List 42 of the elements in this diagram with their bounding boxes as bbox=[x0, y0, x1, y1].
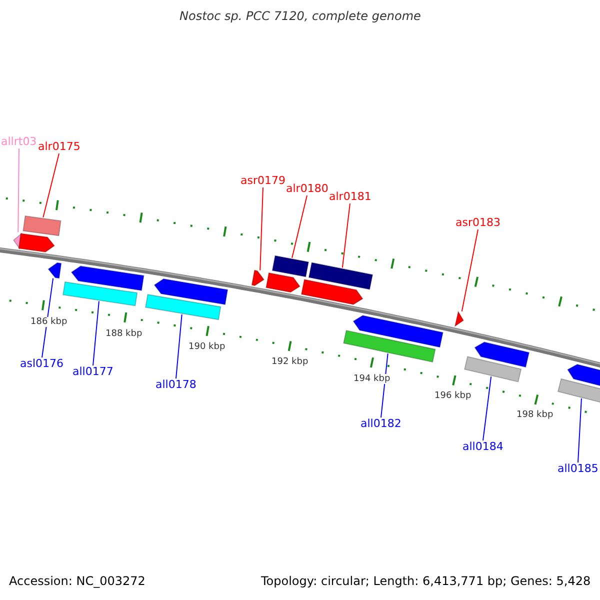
title: Nostoc sp. PCC 7120, complete genome bbox=[180, 10, 421, 24]
leader-line bbox=[42, 153, 60, 218]
leader-line bbox=[292, 195, 308, 258]
leader-line bbox=[260, 187, 264, 271]
gene-feature bbox=[557, 364, 600, 404]
gene-feature bbox=[265, 255, 310, 293]
gene-label: all0182 bbox=[360, 418, 402, 430]
leader-line bbox=[176, 314, 182, 379]
footer-text: Accession: NC_003272 bbox=[9, 575, 146, 589]
gene-label: asr0179 bbox=[240, 174, 286, 188]
leader-line bbox=[482, 376, 492, 441]
gene-label: asl0176 bbox=[20, 358, 64, 370]
gene-label: all0178 bbox=[156, 378, 196, 392]
gene-label: alr0175 bbox=[38, 140, 80, 154]
gene-feature bbox=[454, 311, 464, 327]
leader-line bbox=[342, 203, 350, 268]
leader-line bbox=[461, 229, 478, 312]
gene-label: all0185 bbox=[558, 462, 598, 476]
scale-label: 188 kbp bbox=[104, 329, 144, 340]
gene-feature bbox=[18, 215, 62, 253]
scale-label: 190 kbp bbox=[188, 342, 226, 352]
footer-text: Topology: circular; Length: 6,413,771 bp; Genes: 5,428 bbox=[261, 575, 591, 589]
leader-line bbox=[42, 278, 54, 358]
leader-line bbox=[18, 148, 20, 233]
gene-feature bbox=[62, 266, 144, 306]
gene-label: asr0183 bbox=[456, 216, 500, 230]
scale-label: 186 kbp bbox=[30, 317, 68, 328]
gene-label: alr0180 bbox=[286, 182, 328, 196]
gene-feature bbox=[144, 278, 228, 320]
gene-label: all0177 bbox=[72, 366, 114, 378]
gene-feature bbox=[300, 262, 374, 306]
gene-label: allrt03 bbox=[1, 136, 37, 148]
scale-label: 192 kbp bbox=[270, 357, 310, 368]
gene-feature bbox=[48, 262, 62, 279]
scale-label: 194 kbp bbox=[352, 374, 392, 384]
scale-label: 196 kbp bbox=[434, 391, 472, 402]
scale-label: 198 kbp bbox=[516, 410, 554, 420]
gene-label: all0184 bbox=[462, 440, 504, 454]
leader-line bbox=[92, 300, 100, 366]
gene-label: alr0181 bbox=[329, 190, 372, 204]
gene-feature bbox=[342, 315, 444, 363]
gene-feature bbox=[464, 342, 530, 382]
